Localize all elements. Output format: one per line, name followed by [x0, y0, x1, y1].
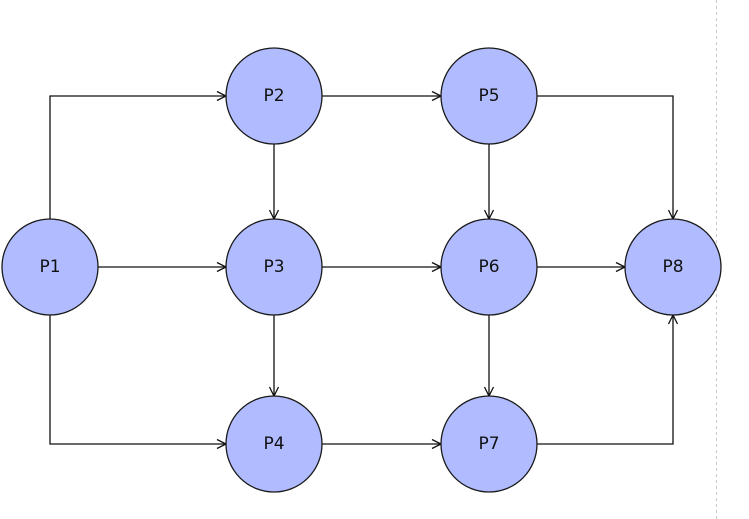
node-circle — [1, 218, 99, 316]
node-circle — [440, 218, 538, 316]
edge-p3-to-p6 — [322, 261, 443, 273]
edge-p3-to-p4 — [268, 315, 280, 398]
edge-p2-to-p3 — [268, 144, 280, 221]
node-label: P4 — [263, 434, 284, 454]
node-p5: P5 — [440, 47, 538, 145]
node-circle — [225, 395, 323, 493]
node-circle — [225, 218, 323, 316]
node-label: P3 — [263, 257, 284, 277]
edge-line — [49, 315, 226, 445]
node-p4: P4 — [225, 395, 323, 493]
node-label: P5 — [478, 86, 499, 106]
node-circle — [225, 47, 323, 145]
edge-p1-to-p2 — [49, 90, 228, 219]
edges-layer — [49, 90, 679, 450]
node-p1: P1 — [1, 218, 99, 316]
node-label: P1 — [39, 257, 60, 277]
node-circle — [440, 395, 538, 493]
edge-p5-to-p6 — [483, 144, 495, 221]
edge-line — [537, 95, 674, 219]
edge-line — [49, 95, 226, 219]
node-circle — [440, 47, 538, 145]
node-p6: P6 — [440, 218, 538, 316]
edge-p6-to-p7 — [483, 315, 495, 398]
edge-p1-to-p4 — [49, 315, 228, 450]
edge-p6-to-p8 — [537, 261, 627, 273]
node-p7: P7 — [440, 395, 538, 493]
node-label: P7 — [478, 434, 499, 454]
edge-p4-to-p7 — [322, 438, 443, 450]
node-label: P2 — [263, 86, 284, 106]
node-label: P6 — [478, 257, 499, 277]
node-p2: P2 — [225, 47, 323, 145]
edge-p7-to-p8 — [537, 313, 679, 445]
node-label: P8 — [662, 257, 683, 277]
node-p3: P3 — [225, 218, 323, 316]
node-circle — [624, 218, 722, 316]
edge-p2-to-p5 — [322, 90, 443, 102]
edge-p1-to-p3 — [98, 261, 228, 273]
edge-line — [537, 315, 674, 445]
edge-p5-to-p8 — [537, 95, 679, 221]
node-p8: P8 — [624, 218, 722, 316]
